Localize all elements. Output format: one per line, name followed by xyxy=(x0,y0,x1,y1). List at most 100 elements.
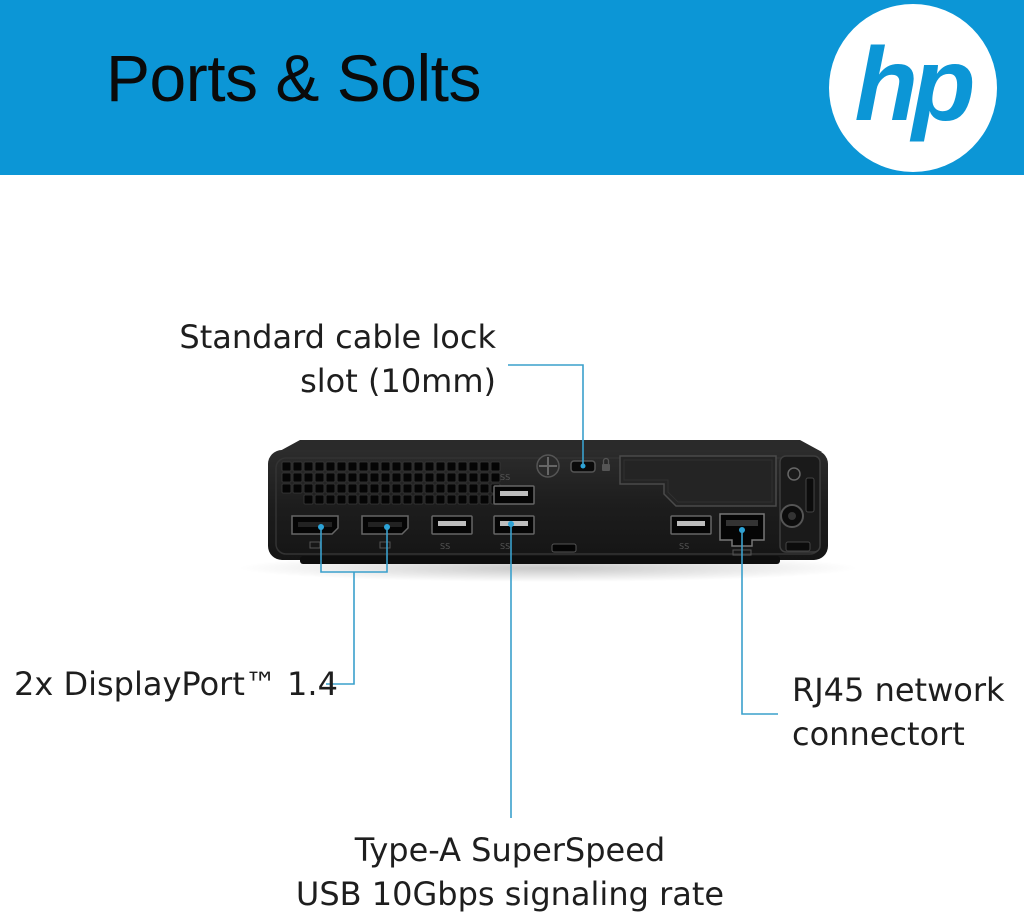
vent-hole xyxy=(457,461,468,472)
vent-hole xyxy=(413,472,424,483)
callout-cable-lock-line2: slot (10mm) xyxy=(300,362,496,400)
vent-hole xyxy=(402,494,413,505)
usb-superspeed-icon: SS xyxy=(440,542,450,551)
vent-hole xyxy=(413,494,424,505)
vent-hole xyxy=(424,483,435,494)
vent-hole xyxy=(336,472,347,483)
vent-hole xyxy=(347,494,358,505)
callout-usb-a: Type-A SuperSpeed USB 10Gbps signaling r… xyxy=(240,828,780,916)
vent-hole xyxy=(435,483,446,494)
usb-superspeed-icon: SS xyxy=(679,542,689,551)
vent-hole xyxy=(369,461,380,472)
vent-hole xyxy=(402,461,413,472)
vent-hole xyxy=(446,461,457,472)
vent-hole xyxy=(314,472,325,483)
callout-usb-a-line1: Type-A SuperSpeed xyxy=(354,831,666,869)
vent-hole xyxy=(391,494,402,505)
vent-hole xyxy=(468,494,479,505)
vent-hole xyxy=(468,461,479,472)
vent-hole xyxy=(336,461,347,472)
usb-a-port-top: SS xyxy=(493,473,535,505)
vent-hole xyxy=(347,483,358,494)
vent-hole xyxy=(369,483,380,494)
usb-superspeed-icon: SS xyxy=(500,542,510,551)
vent-hole xyxy=(336,483,347,494)
vent-hole xyxy=(479,461,490,472)
vent-hole xyxy=(292,483,303,494)
usb-a-port-1: SS xyxy=(431,515,473,551)
callout-rj45-line1: RJ45 network xyxy=(792,671,1005,709)
vent-hole xyxy=(325,494,336,505)
header-banner: Ports & Solts hp xyxy=(0,0,1024,175)
displayport-icon xyxy=(309,541,321,549)
vent-hole xyxy=(292,461,303,472)
displayport-icon xyxy=(379,541,391,549)
vent-hole xyxy=(380,472,391,483)
leader-rj45 xyxy=(741,530,778,715)
vent-hole xyxy=(292,472,303,483)
vent-hole xyxy=(413,461,424,472)
vent-hole xyxy=(479,472,490,483)
vent-hole xyxy=(435,472,446,483)
vent-hole xyxy=(380,483,391,494)
vent-hole xyxy=(391,472,402,483)
usb-a-port-right: SS xyxy=(670,515,712,551)
displayport-2 xyxy=(361,515,409,549)
vent-hole xyxy=(303,494,314,505)
vent-hole xyxy=(435,494,446,505)
vent-hole xyxy=(303,483,314,494)
vent-hole xyxy=(446,494,457,505)
vent-hole xyxy=(303,461,314,472)
ventilation-grille xyxy=(281,461,501,505)
vent-hole xyxy=(380,494,391,505)
page-title: Ports & Solts xyxy=(106,41,481,115)
vent-hole xyxy=(358,472,369,483)
callout-displayport-line1: 2x DisplayPort™ 1.4 xyxy=(14,665,338,703)
vent-hole xyxy=(347,472,358,483)
vent-hole xyxy=(424,494,435,505)
vent-hole xyxy=(358,461,369,472)
vent-hole xyxy=(314,483,325,494)
chassis-foot xyxy=(300,556,780,564)
vent-hole xyxy=(435,461,446,472)
vent-hole xyxy=(446,472,457,483)
displayport-1 xyxy=(291,515,339,549)
usb-a-port-bottom: SS xyxy=(493,515,535,551)
usb-superspeed-icon: SS xyxy=(500,473,510,482)
vent-hole xyxy=(358,494,369,505)
vent-hole xyxy=(336,494,347,505)
vent-hole xyxy=(325,472,336,483)
vent-hole xyxy=(303,472,314,483)
vent-hole xyxy=(479,494,490,505)
vent-hole xyxy=(490,461,501,472)
vent-hole xyxy=(347,461,358,472)
callout-cable-lock-line1: Standard cable lock xyxy=(179,318,496,356)
vent-hole xyxy=(314,461,325,472)
small-slot xyxy=(551,543,577,553)
hp-logo-icon: hp xyxy=(829,4,997,172)
vent-hole xyxy=(369,472,380,483)
leader-cable-lock xyxy=(508,364,584,466)
leader-lines xyxy=(320,364,778,818)
vent-hole xyxy=(325,461,336,472)
vent-hole xyxy=(457,472,468,483)
leader-displayport-label xyxy=(326,572,355,685)
vent-hole xyxy=(325,483,336,494)
vent-hole xyxy=(424,472,435,483)
expansion-bay-cover xyxy=(619,455,777,507)
hp-logo-text: hp xyxy=(854,27,973,143)
vent-hole xyxy=(402,483,413,494)
vent-hole xyxy=(490,472,501,483)
vent-hole xyxy=(380,461,391,472)
thumbscrew-icon xyxy=(536,454,560,478)
vent-hole xyxy=(479,483,490,494)
callout-rj45-line2: connectort xyxy=(792,715,965,753)
chassis-top xyxy=(278,440,822,452)
vent-hole xyxy=(446,483,457,494)
vent-hole xyxy=(457,494,468,505)
callout-rj45: RJ45 network connectort xyxy=(792,668,1005,756)
vent-hole xyxy=(391,483,402,494)
lock-icon xyxy=(602,457,610,471)
vent-hole xyxy=(369,494,380,505)
